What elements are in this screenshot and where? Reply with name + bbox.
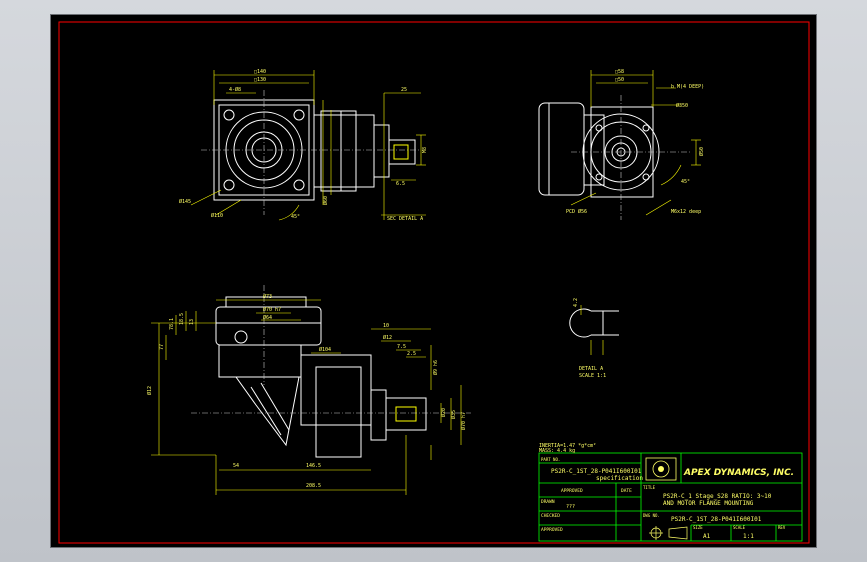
approved2-label: APPROVED xyxy=(541,527,563,533)
svg-text:18.5: 18.5 xyxy=(179,313,185,325)
svg-text:Ø64: Ø64 xyxy=(263,314,272,321)
svg-text:4-Ø8: 4-Ø8 xyxy=(229,86,241,93)
svg-text:13: 13 xyxy=(189,319,195,325)
svg-text:Ø70 h7: Ø70 h7 xyxy=(460,412,467,430)
svg-text:45°: 45° xyxy=(681,179,690,185)
svg-text:M8: M8 xyxy=(422,147,428,153)
company-name: APEX DYNAMICS, INC. xyxy=(683,468,794,478)
svg-text:25: 25 xyxy=(401,87,407,93)
svg-text:Ø73: Ø73 xyxy=(263,293,272,300)
top-right-center-lines xyxy=(571,95,691,220)
scale-value: 1:1 xyxy=(743,533,754,540)
svg-text:146.5: 146.5 xyxy=(306,463,321,469)
svg-text:Ø35: Ø35 xyxy=(450,410,457,419)
detail-a-scale: SCALE 1:1 xyxy=(579,373,606,379)
svg-text:b M(4 DEEP): b M(4 DEEP) xyxy=(671,84,704,90)
date-label: DATE xyxy=(621,488,632,494)
svg-text:54: 54 xyxy=(233,463,239,469)
inertia-label: INERTIA=1.47 *g*cm² xyxy=(539,443,596,449)
part-no-sub: specification xyxy=(596,475,643,482)
svg-text:45°: 45° xyxy=(291,214,300,220)
dwg-no-value: PS2R-C_1ST_28-P041I600I01 xyxy=(671,516,762,523)
title-line2: AND MOTOR FLANGE MOUNTING xyxy=(663,500,754,507)
projection-symbol-icon xyxy=(649,526,688,540)
svg-text:10: 10 xyxy=(383,323,389,329)
svg-text:Ø9 h6: Ø9 h6 xyxy=(432,360,439,375)
top-right-dimensions xyxy=(570,70,701,216)
svg-text:4.2: 4.2 xyxy=(573,298,579,307)
svg-text:6.5: 6.5 xyxy=(396,181,405,187)
side-view-center-lines xyxy=(191,285,471,414)
svg-text:□140: □140 xyxy=(254,69,266,75)
svg-text:Ø145: Ø145 xyxy=(179,198,191,205)
part-no-header: PART NO. xyxy=(541,457,560,462)
checked-label: CHECKED xyxy=(541,513,560,519)
company-logo-icon xyxy=(645,457,677,481)
svg-text:Ø70 h7: Ø70 h7 xyxy=(263,306,281,313)
svg-text:77: 77 xyxy=(159,344,165,350)
title-line1: PS2R-C_1 Stage_S28 RATIO: 3~10 xyxy=(663,493,772,500)
side-view-dimensions xyxy=(151,299,462,495)
title-block: INERTIA=1.47 *g*cm² MASS: 4.4 kg PART NO… xyxy=(538,443,803,542)
svg-text:Ø50: Ø50 xyxy=(698,147,705,156)
drawing-canvas: □140 □130 4-Ø8 25 M8 6.5 Ø145 Ø110 45° Ø… xyxy=(58,21,810,544)
svg-text:PCD Ø56: PCD Ø56 xyxy=(566,208,587,215)
side-view xyxy=(215,296,427,458)
svg-text:□130: □130 xyxy=(254,77,266,83)
svg-text:Ø104: Ø104 xyxy=(319,346,331,353)
drawing-border xyxy=(58,21,810,544)
top-left-center-lines xyxy=(201,90,421,215)
top-right-dim-text: □58 □50 b M(4 DEEP) Ø350 Ø50 PCD Ø56 M6x… xyxy=(566,69,705,215)
top-left-dim-text: □140 □130 4-Ø8 25 M8 6.5 Ø145 Ø110 45° Ø… xyxy=(179,69,428,222)
svg-text:208.5: 208.5 xyxy=(306,483,321,489)
svg-text:7.5: 7.5 xyxy=(397,344,406,350)
rev-header: REV xyxy=(778,525,786,530)
svg-text:Ø350: Ø350 xyxy=(676,102,688,109)
size-value: A1 xyxy=(703,533,711,540)
top-right-view xyxy=(538,102,660,198)
title-header: TITLE xyxy=(643,485,656,490)
svg-text:Ø12: Ø12 xyxy=(146,386,153,395)
detail-a-view: 4.2 DETAIL A SCALE 1:1 xyxy=(569,298,619,379)
dwg-no-header: DWG NO. xyxy=(643,513,660,518)
drawn-value: ??? xyxy=(566,504,575,510)
svg-text:Ø110: Ø110 xyxy=(211,212,223,219)
svg-text:□50: □50 xyxy=(615,77,624,83)
svg-text:M6x12 deep: M6x12 deep xyxy=(671,209,701,215)
detail-a-label: DETAIL A xyxy=(579,366,603,372)
approved-label: APPROVED xyxy=(561,488,583,494)
part-no-value: PS2R-C_1ST_28-P041I600I01 xyxy=(551,468,642,475)
svg-text:Ø20: Ø20 xyxy=(440,408,447,417)
svg-text:78.1: 78.1 xyxy=(169,318,175,330)
drawing-sheet: □140 □130 4-Ø8 25 M8 6.5 Ø145 Ø110 45° Ø… xyxy=(50,14,817,548)
top-left-dimensions xyxy=(190,70,426,221)
svg-text:Ø60: Ø60 xyxy=(322,196,329,205)
svg-text:Ø12: Ø12 xyxy=(383,334,392,341)
mass-label: MASS: 4.4 kg xyxy=(539,448,575,454)
svg-text:SEC DETAIL A: SEC DETAIL A xyxy=(387,216,423,222)
scale-header: SCALE xyxy=(733,525,746,530)
side-view-dim-text: Ø73 Ø70 h7 Ø64 Ø12 77 78.1 18.5 13 54 14… xyxy=(146,293,467,489)
size-header: SIZE xyxy=(693,525,703,530)
svg-text:2.5: 2.5 xyxy=(407,351,416,357)
svg-text:□58: □58 xyxy=(615,69,624,75)
drawn-label: DRAWN xyxy=(541,499,555,505)
